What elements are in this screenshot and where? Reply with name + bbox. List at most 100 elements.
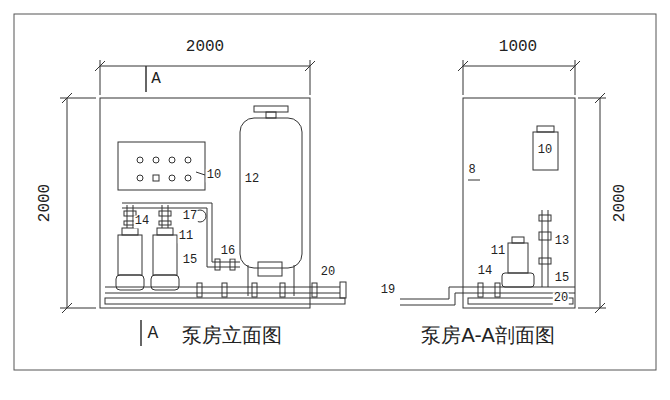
- pressure-tank: [258, 262, 282, 276]
- section-pump: [508, 243, 528, 273]
- dimension-lines: [578, 308, 606, 309]
- dimension-lines: [310, 60, 311, 95]
- control-panel: [118, 142, 205, 190]
- control-panel: [185, 157, 191, 163]
- dimension: 2000: [612, 183, 630, 223]
- control-panel: [169, 157, 175, 163]
- pressure-tank: [266, 112, 276, 118]
- pipework: [105, 203, 346, 298]
- control-panel: [185, 175, 191, 181]
- pumps: [159, 211, 171, 216]
- pumps: [116, 275, 144, 290]
- section-housing: [463, 98, 575, 308]
- callout-number: 10: [206, 169, 222, 182]
- callout-number: 14: [477, 265, 493, 278]
- dimension-lines: [463, 66, 575, 67]
- pipework: [122, 203, 212, 204]
- callout-number: 16: [220, 245, 236, 258]
- pressure-tank: [240, 118, 302, 268]
- inlet-pipe: [400, 287, 470, 299]
- inlet-pipe: [400, 287, 470, 305]
- section-pump: [542, 210, 543, 287]
- callout-number: 14: [134, 215, 150, 228]
- pipework: [212, 262, 240, 263]
- section-panel: [537, 126, 554, 132]
- pressure-tank: [294, 265, 295, 296]
- dimension-lines: [67, 98, 68, 308]
- callout-number: 20: [553, 292, 569, 305]
- pipework: [222, 283, 227, 297]
- elevation-housing: [100, 98, 345, 308]
- callout-number: 8: [467, 164, 476, 177]
- dimension: 1000: [498, 39, 538, 57]
- callout-number: 11: [178, 230, 194, 243]
- dimension-lines: [100, 66, 310, 67]
- callout-number: 15: [554, 272, 570, 285]
- control-panel: [137, 175, 143, 181]
- section-pump: [539, 258, 551, 264]
- dimension-lines: [575, 60, 576, 95]
- dimension-lines: [60, 60, 606, 313]
- dimension-lines: [578, 98, 606, 99]
- section-pump: [495, 283, 500, 297]
- control-panel: [118, 142, 205, 190]
- pressure-tank: [248, 265, 249, 296]
- callout-number: 15: [182, 254, 198, 267]
- pipework: [207, 208, 208, 267]
- section-pump: [470, 287, 575, 288]
- callout-number: 19: [380, 284, 396, 297]
- dimension-lines: [60, 98, 96, 99]
- pumps: [153, 235, 177, 275]
- section-mark: A: [150, 71, 162, 89]
- section-marks: [141, 66, 146, 346]
- pumps: [157, 228, 173, 235]
- dimension-lines: [463, 60, 464, 95]
- pipework: [215, 259, 220, 270]
- callout-number: 10: [537, 144, 553, 157]
- section-marks: [145, 66, 147, 92]
- pressure-tank: [240, 106, 302, 296]
- callout-number: 17: [182, 210, 198, 223]
- elevation-housing: [100, 98, 310, 308]
- section-marks: [140, 320, 142, 346]
- callout-number: 11: [490, 245, 506, 258]
- section-mark: A: [147, 324, 160, 344]
- section-pump: [470, 210, 575, 297]
- callout-number: 13: [554, 235, 570, 248]
- section-pump: [502, 273, 534, 287]
- pipework: [280, 283, 285, 297]
- pumps: [118, 235, 142, 275]
- pressure-tank: [254, 106, 288, 112]
- pipework: [212, 203, 213, 262]
- control-panel: [169, 175, 175, 181]
- pumps: [116, 205, 179, 290]
- dimension-lines: [100, 60, 101, 95]
- pipework: [340, 282, 346, 298]
- section-housing: [463, 98, 575, 308]
- dimension-lines: [60, 308, 96, 309]
- section-pump: [548, 210, 549, 287]
- section-panel: [533, 126, 558, 170]
- pumps: [122, 228, 138, 235]
- control-panel: [196, 172, 205, 175]
- control-panel: [137, 157, 143, 163]
- drawing-frame: [14, 14, 656, 370]
- section-pump: [512, 237, 524, 243]
- pipework: [230, 259, 235, 270]
- section-panel: [533, 132, 558, 170]
- view-title: 泵房A-A剖面图: [420, 324, 556, 346]
- control-panel: [153, 175, 159, 181]
- callout-number: 20: [320, 266, 336, 279]
- pumps: [159, 221, 171, 225]
- dimension-lines: [600, 98, 601, 308]
- elevation-housing: [105, 298, 345, 304]
- drawing-frame: [14, 14, 656, 370]
- pipework: [122, 208, 207, 209]
- pipework: [197, 283, 202, 297]
- pipework: [252, 283, 257, 297]
- pipework: [312, 283, 317, 297]
- callout-number: 12: [244, 173, 260, 186]
- section-pump: [539, 232, 551, 240]
- control-panel: [153, 157, 159, 163]
